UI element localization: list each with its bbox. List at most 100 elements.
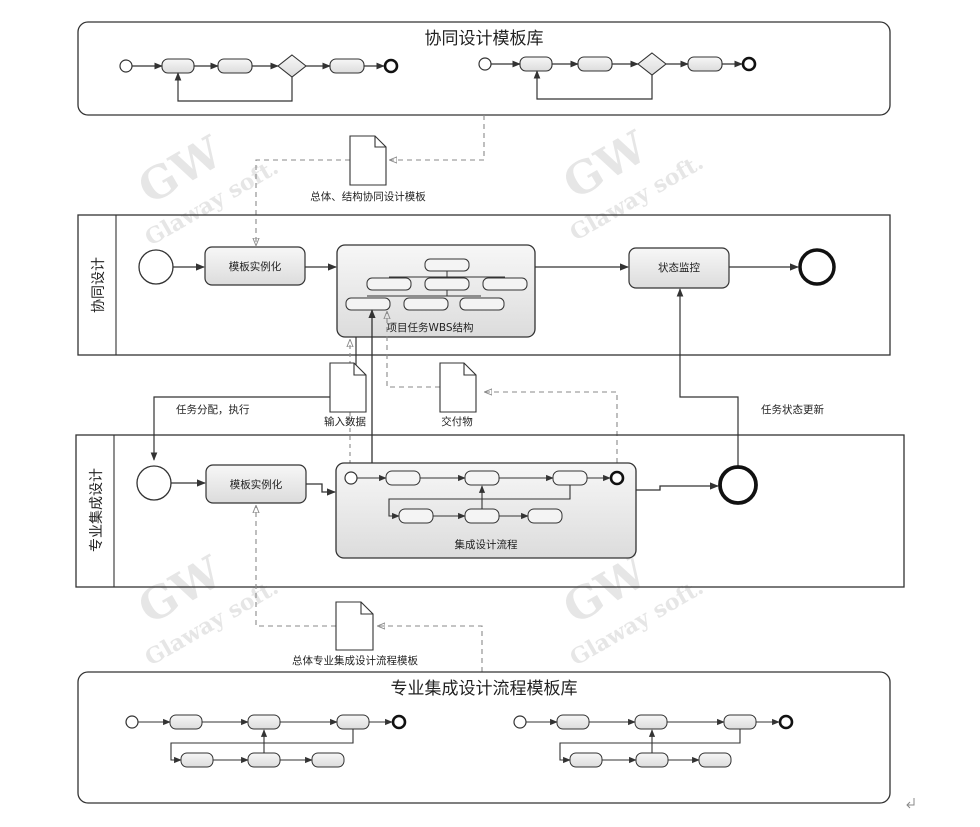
- start-event: [478, 57, 492, 71]
- status-update-arrow: [676, 288, 739, 467]
- start-event: [344, 471, 358, 485]
- task-node: [329, 58, 365, 74]
- dashed-connector: [378, 626, 483, 672]
- task-node: [311, 752, 345, 768]
- template-link-top: 总体、结构协同设计模板: [256, 115, 485, 245]
- pool-frame: [77, 671, 891, 804]
- loop-arrow: [559, 729, 741, 764]
- task-node: [552, 470, 588, 486]
- task-node: [464, 508, 500, 524]
- loop-back-arrow: [174, 72, 293, 102]
- task-node: [247, 714, 281, 730]
- document-label: 交付物: [441, 415, 473, 428]
- task-node: [180, 752, 214, 768]
- document-icon: [439, 362, 477, 413]
- wbs-node: [403, 297, 449, 311]
- start-event: [513, 715, 527, 729]
- watermark-layer: GW Glaway soft. GW Glaway soft. GW Glawa…: [130, 122, 708, 672]
- template-link-bottom: 总体专业集成设计流程模板: [256, 506, 483, 672]
- task-node: [464, 470, 500, 486]
- document-label: 总体专业集成设计流程模板: [292, 654, 418, 667]
- pool-title: 专业集成设计流程模板库: [391, 679, 578, 699]
- start-event: [119, 59, 133, 73]
- dashed-connector: [256, 159, 350, 245]
- return-mark-icon: [906, 798, 915, 809]
- integration-subprocess: 集成设计流程: [335, 462, 637, 559]
- task-status-monitor: [628, 247, 730, 289]
- gateway-diamond: [277, 54, 307, 78]
- subprocess-caption: 项目任务WBS结构: [386, 321, 473, 334]
- task-label: 模板实例化: [230, 478, 283, 491]
- bottom-template-library: 专业集成设计流程模板库: [77, 671, 891, 804]
- task-node: [635, 752, 669, 768]
- task-node: [519, 56, 553, 72]
- watermark: GW Glaway soft.: [130, 547, 283, 672]
- wbs-node: [459, 297, 505, 311]
- loop-arrow: [388, 485, 571, 520]
- task-node: [398, 508, 434, 524]
- task-node: [569, 752, 603, 768]
- watermark: GW Glaway soft.: [130, 127, 283, 252]
- watermark: GW Glaway soft.: [555, 122, 708, 247]
- task-node: [247, 752, 281, 768]
- task-instantiate: [204, 246, 306, 286]
- end-event: [718, 465, 758, 505]
- document-icon: [349, 135, 387, 186]
- loop-arrow: [170, 729, 354, 764]
- task-node: [687, 56, 723, 72]
- task-node: [634, 714, 668, 730]
- annotation-status-update: 任务状态更新: [761, 403, 824, 416]
- end-event: [391, 714, 407, 730]
- template-flow-left: [119, 54, 399, 102]
- task-label: 模板实例化: [229, 260, 282, 273]
- lane-frame: [77, 214, 891, 356]
- document-icon: [329, 362, 367, 413]
- lane-frame: [75, 434, 905, 588]
- task-node: [723, 714, 757, 730]
- start-event: [138, 249, 174, 285]
- document-label: 输入数据: [324, 415, 366, 428]
- dashed-connector: [485, 392, 618, 472]
- lane-label: 专业集成设计: [88, 468, 105, 552]
- dashed-connector: [256, 506, 336, 627]
- wbs-node: [424, 277, 470, 291]
- task-node: [556, 714, 590, 730]
- dashed-connector: [390, 115, 485, 160]
- subprocess-caption: 集成设计流程: [455, 538, 518, 551]
- start-event: [125, 715, 139, 729]
- task-node: [577, 56, 613, 72]
- collab-design-lane: 协同设计 模板实例化 项目任务WBS结构 状态监控: [77, 214, 891, 356]
- end-event: [609, 470, 625, 486]
- inter-lane-connections: 任务分配，执行 任务状态更新 输入数据 交付物: [150, 288, 824, 472]
- dashed-connector: [387, 312, 440, 388]
- task-label: 状态监控: [658, 261, 700, 274]
- end-event: [741, 56, 757, 72]
- pool-title: 协同设计模板库: [425, 29, 544, 49]
- task-node: [527, 508, 563, 524]
- document-icon: [335, 601, 374, 651]
- template-flow-left: [125, 714, 407, 768]
- flow-arrow: [306, 483, 336, 496]
- wbs-node: [366, 277, 412, 291]
- template-flow-right: [513, 714, 794, 768]
- lane-label: 协同设计: [91, 257, 107, 313]
- end-event: [383, 58, 399, 74]
- end-event: [778, 714, 794, 730]
- top-template-library: 协同设计模板库: [77, 21, 891, 116]
- task-node: [336, 714, 370, 730]
- end-event: [798, 248, 836, 286]
- template-flow-right: [478, 52, 757, 100]
- integration-design-lane: 专业集成设计 模板实例化 集成设计流程: [75, 434, 905, 588]
- document-label: 总体、结构协同设计模板: [310, 190, 426, 203]
- start-event: [136, 465, 172, 501]
- task-node: [385, 470, 421, 486]
- task-node: [169, 714, 203, 730]
- annotation-assign: 任务分配，执行: [176, 403, 250, 416]
- task-node: [698, 752, 732, 768]
- wbs-node: [345, 297, 391, 311]
- wbs-node: [482, 277, 528, 291]
- task-node: [217, 58, 253, 74]
- wbs-subprocess: 项目任务WBS结构: [336, 244, 536, 338]
- gateway-diamond: [637, 52, 667, 76]
